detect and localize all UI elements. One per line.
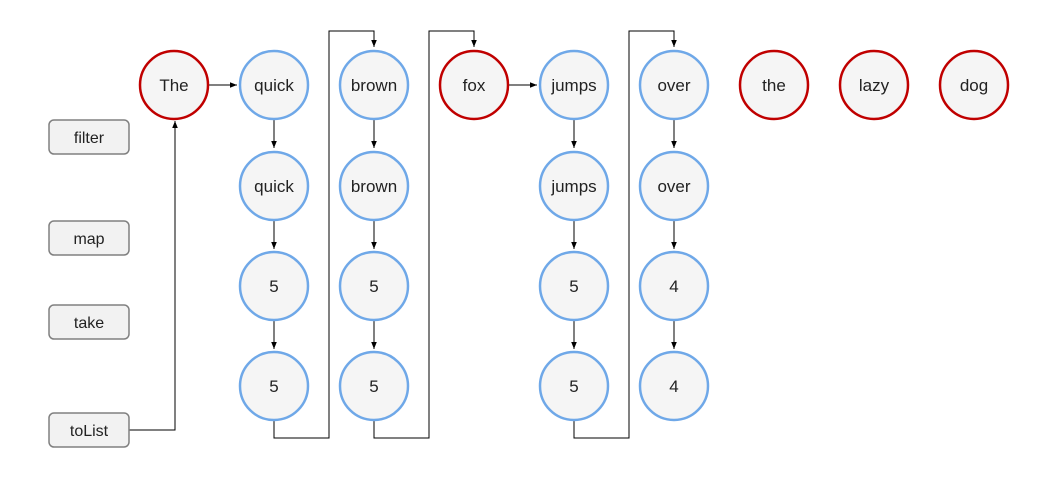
source-node-circle xyxy=(938,49,1010,121)
edge-loop-brown-to-fox xyxy=(373,30,477,439)
source-node-label: brown xyxy=(351,76,397,95)
op-filter-button[interactable]: filter xyxy=(48,119,130,155)
op-take-label: take xyxy=(74,315,104,332)
stage-node-label: 5 xyxy=(569,277,578,296)
op-take-box[interactable] xyxy=(48,304,130,340)
stage-node-map: 4 xyxy=(638,250,710,322)
op-map-label: map xyxy=(73,231,104,248)
stage-node-label: 5 xyxy=(269,277,278,296)
operations: filter map take toList xyxy=(48,119,130,448)
stage-node-circle xyxy=(538,150,610,222)
source-node-lazy: lazy xyxy=(838,49,910,121)
stage-node-map: 5 xyxy=(238,250,310,322)
stage-node-take: 5 xyxy=(338,350,410,422)
source-node-label: lazy xyxy=(859,76,890,95)
edge-loop-quick-to-brown xyxy=(273,30,377,439)
source-row: The quick brown fox jumps over the lazy xyxy=(138,49,1010,121)
source-node-quick: quick xyxy=(238,49,310,121)
stage-node-circle xyxy=(538,250,610,322)
stage-node-circle xyxy=(638,250,710,322)
source-node-circle xyxy=(738,49,810,121)
op-tolist-label: toList xyxy=(70,423,109,440)
source-node-circle xyxy=(138,49,210,121)
stage-node-label: 5 xyxy=(369,377,378,396)
source-node-fox: fox xyxy=(438,49,510,121)
source-node-circle xyxy=(538,49,610,121)
column-over: over 4 4 xyxy=(638,150,710,422)
op-map-box[interactable] xyxy=(48,220,130,256)
source-node-label: fox xyxy=(463,76,486,95)
stage-node-label: brown xyxy=(351,177,397,196)
source-node-dog: dog xyxy=(938,49,1010,121)
stage-node-take: 5 xyxy=(238,350,310,422)
stage-node-label: 4 xyxy=(669,377,678,396)
stage-node-map: 5 xyxy=(538,250,610,322)
stage-node-circle xyxy=(338,250,410,322)
source-node-circle xyxy=(638,49,710,121)
source-node-over: over xyxy=(638,49,710,121)
source-node-label: the xyxy=(762,76,786,95)
stage-node-map: 5 xyxy=(338,250,410,322)
source-node-circle xyxy=(838,49,910,121)
edge-tolist-to-the xyxy=(129,121,178,431)
stage-node-label: 4 xyxy=(669,277,678,296)
op-map-button[interactable]: map xyxy=(48,220,130,256)
source-node-label: The xyxy=(159,76,188,95)
stage-node-circle xyxy=(338,150,410,222)
source-node-jumps: jumps xyxy=(538,49,610,121)
stage-node-label: over xyxy=(657,177,690,196)
edge-loop-jumps-to-over xyxy=(573,30,677,439)
op-filter-label: filter xyxy=(74,130,105,147)
stage-node-filter: brown xyxy=(338,150,410,222)
stage-node-circle xyxy=(638,150,710,222)
op-tolist-button[interactable]: toList xyxy=(48,412,130,448)
stage-node-label: 5 xyxy=(369,277,378,296)
source-node-label: over xyxy=(657,76,690,95)
edges xyxy=(129,30,677,439)
column-jumps: jumps 5 5 xyxy=(538,150,610,422)
source-node-circle xyxy=(438,49,510,121)
source-node-circle xyxy=(338,49,410,121)
stage-node-filter: quick xyxy=(238,150,310,222)
stage-node-circle xyxy=(638,350,710,422)
stage-node-label: jumps xyxy=(550,177,596,196)
stage-node-circle xyxy=(238,150,310,222)
column-quick: quick 5 5 xyxy=(238,150,310,422)
op-take-button[interactable]: take xyxy=(48,304,130,340)
stage-node-take: 4 xyxy=(638,350,710,422)
source-node-label: jumps xyxy=(550,76,596,95)
op-filter-box[interactable] xyxy=(48,119,130,155)
stage-node-label: 5 xyxy=(269,377,278,396)
source-node-label: quick xyxy=(254,76,294,95)
stage-node-circle xyxy=(238,250,310,322)
op-tolist-box[interactable] xyxy=(48,412,130,448)
stage-node-circle xyxy=(538,350,610,422)
source-node-the-lower: the xyxy=(738,49,810,121)
column-brown: brown 5 5 xyxy=(338,150,410,422)
stage-node-circle xyxy=(238,350,310,422)
stage-node-label: quick xyxy=(254,177,294,196)
stage-node-circle xyxy=(338,350,410,422)
stage-node-filter: over xyxy=(638,150,710,222)
stage-node-take: 5 xyxy=(538,350,610,422)
stage-node-label: 5 xyxy=(569,377,578,396)
source-node-circle xyxy=(238,49,310,121)
stage-node-filter: jumps xyxy=(538,150,610,222)
source-node-the: The xyxy=(138,49,210,121)
source-node-brown: brown xyxy=(338,49,410,121)
source-node-label: dog xyxy=(960,76,988,95)
